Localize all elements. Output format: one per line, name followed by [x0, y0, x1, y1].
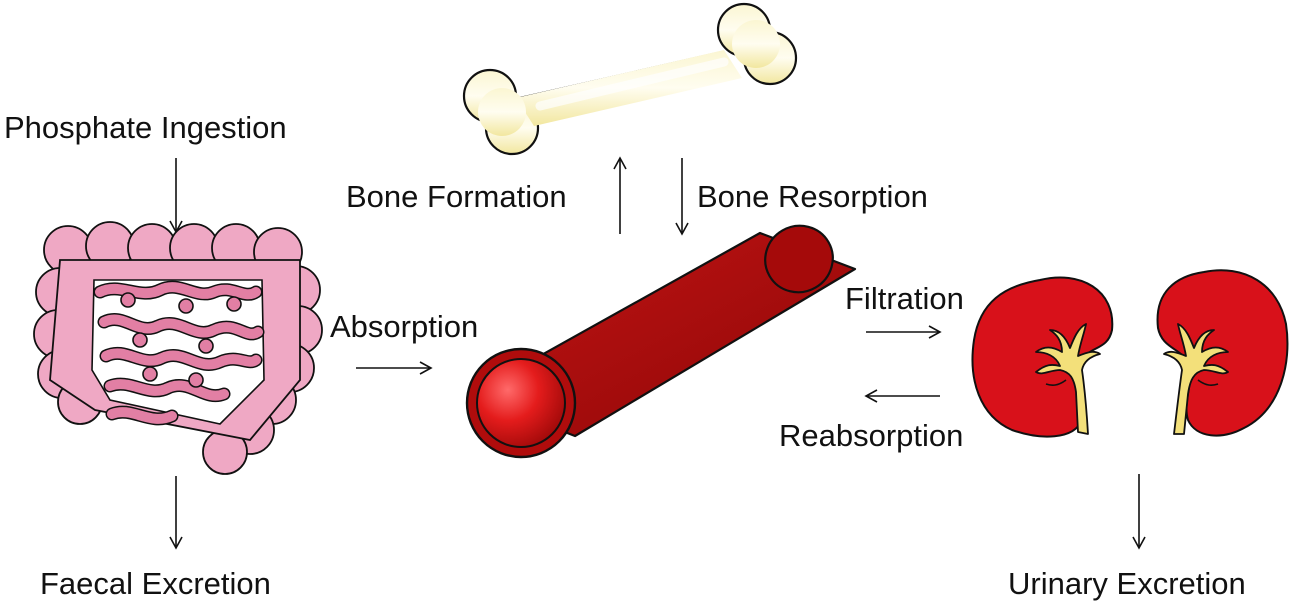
intestine-icon: [33, 221, 323, 475]
label-bone-formation: Bone Formation: [346, 179, 567, 214]
label-urinary-excretion: Urinary Excretion: [1008, 566, 1246, 601]
label-reabsorption: Reabsorption: [779, 418, 964, 453]
label-phosphate-ingestion: Phosphate Ingestion: [4, 110, 287, 145]
blood-vessel-icon: [465, 224, 857, 459]
kidney-left-icon: [971, 276, 1114, 438]
bone-icon: [462, 2, 798, 156]
label-bone-resorption: Bone Resorption: [697, 179, 928, 214]
kidney-right-icon: [1156, 269, 1289, 437]
label-absorption: Absorption: [330, 309, 479, 344]
label-filtration: Filtration: [845, 281, 964, 316]
label-faecal-excretion: Faecal Excretion: [40, 566, 271, 601]
